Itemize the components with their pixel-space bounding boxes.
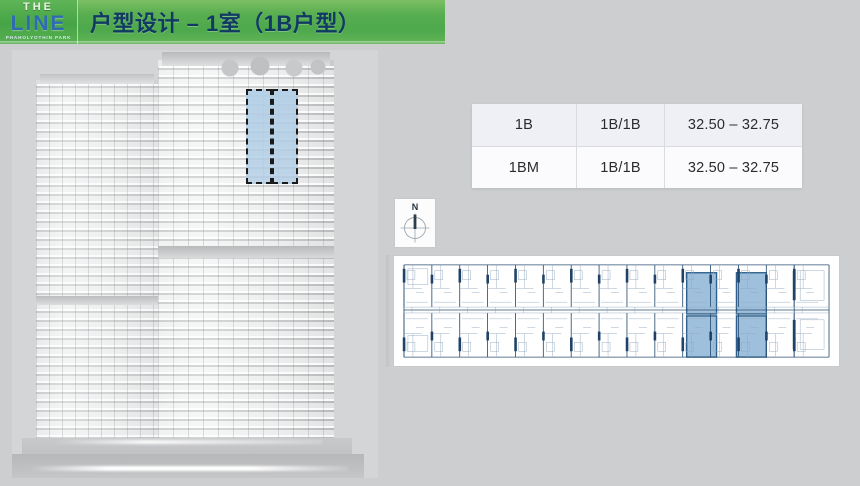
ground-highlight (28, 466, 348, 471)
podium-highlight (52, 440, 322, 444)
table-row: 1B 1B/1B 32.50 – 32.75 (472, 104, 802, 146)
plan-unit-d (735, 315, 768, 358)
cell-unit-area: 32.50 – 32.75 (664, 104, 802, 146)
rooftop-landscaping (218, 56, 330, 78)
tower-left-roof-cap (40, 74, 154, 84)
plan-unit-b (735, 272, 768, 315)
floor-plan-svg (402, 264, 830, 358)
logo-line-text: LINE (10, 12, 67, 36)
logo-subtitle-text: PHAHOLYOTHIN PARK (5, 35, 72, 41)
header-bar: THE LINE PHAHOLYOTHIN PARK 户型设计 – 1室（1B户… (0, 0, 445, 44)
cell-unit-type: 1B (514, 117, 534, 133)
brand-logo: THE LINE PHAHOLYOTHIN PARK (0, 0, 78, 44)
cell-unit-type: 1BM (508, 159, 540, 176)
unit-stack-left (246, 89, 272, 184)
plan-unit-c (685, 315, 718, 358)
cell-unit-area: 32.50 – 32.75 (664, 147, 802, 188)
tower-left-service-band (36, 296, 158, 305)
facade-mullions-left (36, 84, 158, 438)
floor-plan-panel (393, 255, 840, 367)
floor-plan-drawing (398, 259, 835, 363)
compass-north-label: N (411, 202, 419, 212)
cell-unit-layout: 1B/1B (576, 104, 664, 146)
page-title: 户型设计 – 1室（1B户型） (90, 11, 361, 36)
tower-mid-service-band (158, 246, 334, 258)
plan-panel-shadow (386, 255, 392, 367)
table-row: 1BM 1B/1B 32.50 – 32.75 (472, 146, 802, 188)
unit-spec-table: 1B 1B/1B 32.50 – 32.75 1BM 1B/1B 32.50 –… (472, 104, 802, 188)
logo-the-text: THE (23, 1, 54, 14)
north-compass: N (395, 199, 435, 247)
plan-unit-a (685, 272, 718, 315)
unit-stack-right (272, 89, 298, 184)
building-render-panel (12, 50, 378, 478)
cell-unit-layout: 1B/1B (576, 147, 664, 188)
